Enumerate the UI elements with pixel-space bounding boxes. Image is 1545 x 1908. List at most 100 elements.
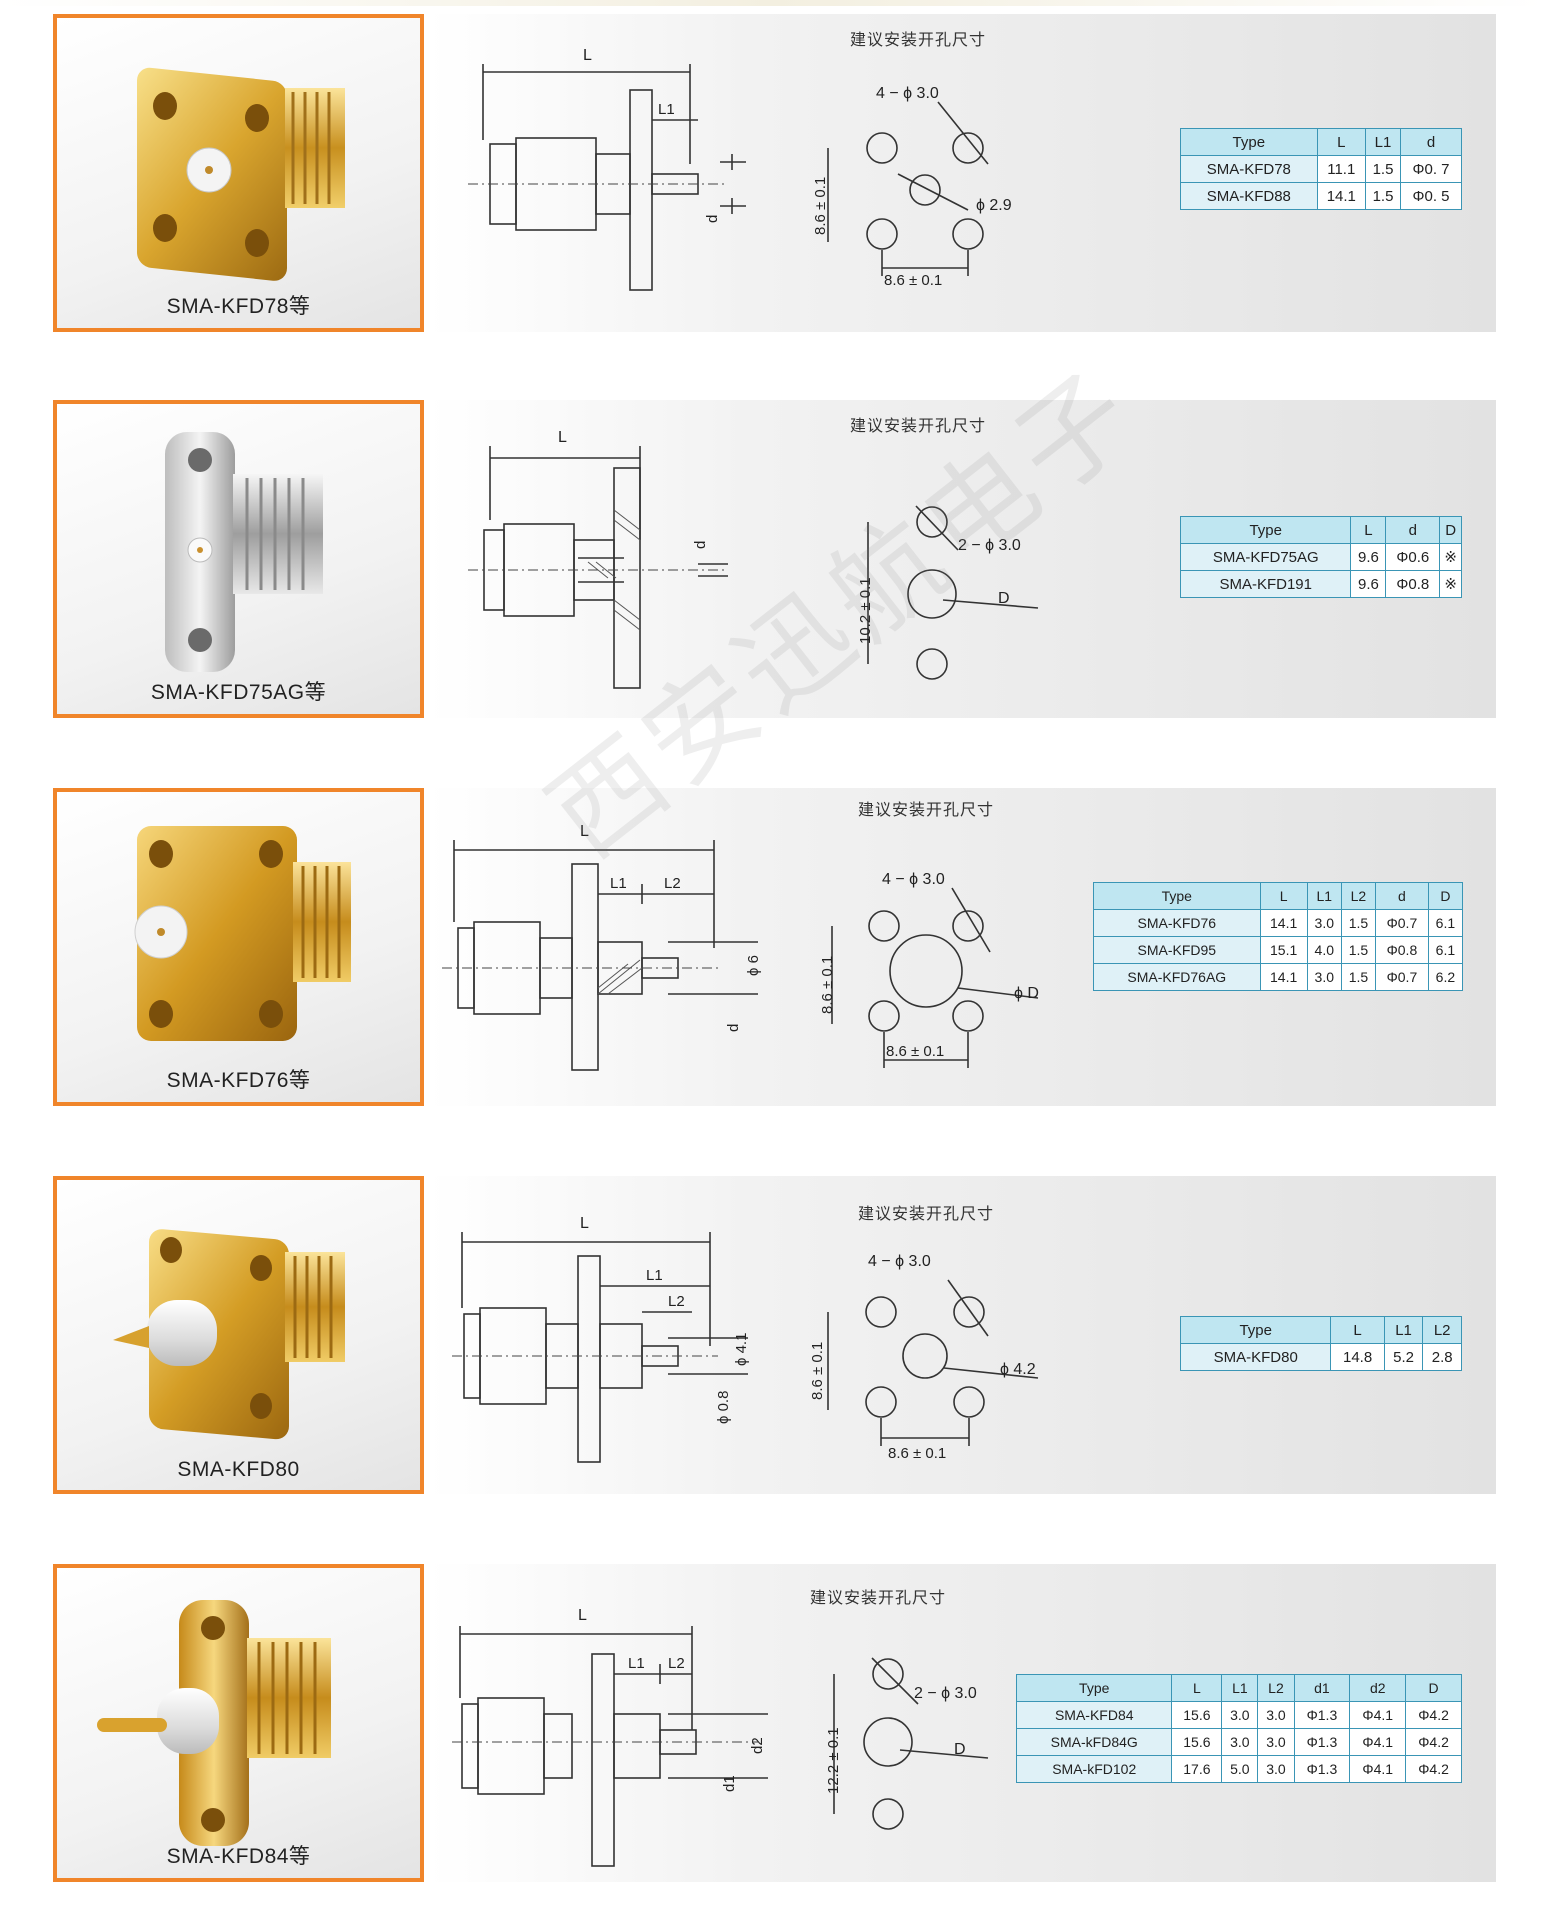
table-cell: Φ4.1 xyxy=(1349,1701,1407,1729)
table-cell: 15.1 xyxy=(1259,936,1308,964)
table-header: Type xyxy=(1015,1674,1173,1702)
product-caption: SMA-KFD84等 xyxy=(166,1845,311,1868)
table-cell: Φ1.3 xyxy=(1293,1755,1351,1783)
technical-drawing: L L1 d 4 − ϕ 3.0 ϕ 2.9 8.6 ± 0.1 8.6 ± 0… xyxy=(468,47,1012,291)
table-cell: Φ0. 5 xyxy=(1400,182,1462,210)
table-header: L2 xyxy=(1257,1674,1295,1702)
hole-label-center: D xyxy=(954,1741,966,1758)
table-cell: Φ4.1 xyxy=(1349,1755,1407,1783)
product-row-4: SMA-KFD80 建议安装开孔尺寸 L L1 L2 ϕ 4.1 ϕ 0.8 xyxy=(0,1176,1545,1494)
table-cell: 14.1 xyxy=(1259,963,1308,991)
product-row-2: SMA-KFD75AG等 建议安装开孔尺寸 L d xyxy=(0,400,1545,718)
dim-label-d2: d2 xyxy=(749,1737,766,1754)
table-cell: Φ0.8 xyxy=(1385,570,1441,598)
table-header: Type xyxy=(1180,128,1318,156)
table-cell: Φ4.1 xyxy=(1349,1728,1407,1756)
table-cell: ※ xyxy=(1439,543,1462,571)
dim-label-l: L xyxy=(558,429,567,446)
table-header: L xyxy=(1330,1316,1385,1344)
table-cell: 3.0 xyxy=(1257,1728,1295,1756)
product-photo-frame: SMA-KFD78等 xyxy=(53,14,424,332)
table-header: L2 xyxy=(1422,1316,1462,1344)
table-cell: 15.6 xyxy=(1171,1701,1223,1729)
mounting-hole-hint: 建议安装开孔尺寸 xyxy=(850,416,987,435)
hole-label-count: 4 − ϕ 3.0 xyxy=(868,1253,931,1270)
dim-label-l2: L2 xyxy=(668,1655,685,1672)
table-row: SMA-kFD102 17.6 5.0 3.0 Φ1.3 Φ4.1 Φ4.2 xyxy=(1015,1755,1462,1783)
table-cell: SMA-KFD78 xyxy=(1180,155,1318,183)
product-row-3: SMA-KFD76等 建议安装开孔尺寸 L L1 L2 ϕ 6 d xyxy=(0,788,1545,1106)
hole-label-vertical: 10.2 ± 0.1 xyxy=(857,577,874,644)
hole-label-vertical: 8.6 ± 0.1 xyxy=(809,1342,826,1400)
dim-label-l1: L1 xyxy=(628,1655,645,1672)
table-cell: 1.5 xyxy=(1364,182,1402,210)
hole-label-count: 4 − ϕ 3.0 xyxy=(876,85,939,102)
connector-photo xyxy=(113,1229,345,1440)
table-row: SMA-kFD84G 15.6 3.0 3.0 Φ1.3 Φ4.1 Φ4.2 xyxy=(1015,1728,1462,1756)
table-cell: 9.6 xyxy=(1350,543,1387,571)
product-caption: SMA-KFD80 xyxy=(177,1458,300,1481)
product-caption: SMA-KFD76等 xyxy=(166,1069,311,1092)
table-cell: SMA-kFD84G xyxy=(1015,1728,1173,1756)
table-row: SMA-KFD78 11.1 1.5 Φ0. 7 xyxy=(1180,155,1462,183)
table-cell: SMA-KFD80 xyxy=(1179,1343,1332,1371)
table-cell: 3.0 xyxy=(1221,1728,1259,1756)
technical-drawing: L L1 L2 ϕ 6 d 4 − ϕ 3.0 ϕ D 8.6 ± 0.1 8.… xyxy=(442,823,1039,1071)
hole-label-count: 2 − ϕ 3.0 xyxy=(958,537,1021,554)
table-row: SMA-KFD76AG 14.1 3.0 1.5 Φ0.7 6.2 xyxy=(1093,963,1464,991)
technical-drawing: L d 2 − ϕ 3.0 D 10.2 ± 0.1 xyxy=(468,429,1039,689)
table-header: Type xyxy=(1179,516,1352,544)
table-row: SMA-KFD88 14.1 1.5 Φ0. 5 xyxy=(1180,182,1462,210)
table-header: d xyxy=(1375,882,1429,910)
mounting-hole-hint: 建议安装开孔尺寸 xyxy=(810,1588,947,1607)
product-caption: SMA-KFD75AG等 xyxy=(150,681,327,704)
dim-label-l: L xyxy=(580,1215,589,1232)
table-cell: SMA-KFD88 xyxy=(1180,182,1318,210)
product-photo-frame: SMA-KFD75AG等 xyxy=(53,400,424,718)
table-cell: 9.6 xyxy=(1350,570,1387,598)
table-header: Type xyxy=(1093,882,1261,910)
table-cell: 3.0 xyxy=(1306,963,1342,991)
table-cell: SMA-KFD76 xyxy=(1093,909,1261,937)
table-cell: SMA-KFD75AG xyxy=(1179,543,1352,571)
table-cell: 3.0 xyxy=(1221,1701,1259,1729)
table-cell: SMA-KFD95 xyxy=(1093,936,1261,964)
dim-label-l1: L1 xyxy=(610,875,627,892)
table-cell: SMA-KFD76AG xyxy=(1093,963,1261,991)
table-cell: SMA-KFD191 xyxy=(1179,570,1352,598)
hole-label-center: ϕ 2.9 xyxy=(976,197,1012,214)
table-cell: 14.8 xyxy=(1330,1343,1385,1371)
spec-table: Type L L1 L2 d1 d2 D SMA-KFD84 15.6 3.0 … xyxy=(1015,1674,1462,1783)
connector-photo xyxy=(97,1600,331,1846)
table-header: d xyxy=(1385,516,1441,544)
table-header: L xyxy=(1259,882,1308,910)
dim-label-l1: L1 xyxy=(646,1267,663,1284)
table-row: SMA-KFD76 14.1 3.0 1.5 Φ0.7 6.1 xyxy=(1093,909,1464,937)
table-cell: ※ xyxy=(1439,570,1462,598)
table-header: L1 xyxy=(1383,1316,1424,1344)
table-cell: 14.1 xyxy=(1259,909,1308,937)
table-cell: 4.0 xyxy=(1306,936,1342,964)
hole-label-vertical: 8.6 ± 0.1 xyxy=(819,956,836,1014)
dim-label-l: L xyxy=(580,823,589,840)
table-cell: SMA-KFD84 xyxy=(1015,1701,1173,1729)
dim-label-d: d xyxy=(725,1024,742,1032)
table-cell: Φ1.3 xyxy=(1293,1701,1351,1729)
table-cell: SMA-kFD102 xyxy=(1015,1755,1173,1783)
table-cell: 5.2 xyxy=(1383,1343,1424,1371)
table-row: SMA-KFD95 15.1 4.0 1.5 Φ0.8 6.1 xyxy=(1093,936,1464,964)
table-header: d xyxy=(1400,128,1462,156)
product-caption: SMA-KFD78等 xyxy=(166,295,311,318)
spec-table: Type L L1 d SMA-KFD78 11.1 1.5 Φ0. 7 SMA… xyxy=(1180,128,1462,210)
table-cell: Φ0.7 xyxy=(1375,963,1429,991)
technical-drawing: L L1 L2 ϕ 4.1 ϕ 0.8 4 − ϕ 3.0 ϕ 4.2 8.6 … xyxy=(452,1215,1039,1463)
product-photo-frame: SMA-KFD76等 xyxy=(53,788,424,1106)
hole-label-count: 2 − ϕ 3.0 xyxy=(914,1685,977,1702)
hole-label-horizontal: 8.6 ± 0.1 xyxy=(884,272,942,289)
table-cell: 6.1 xyxy=(1427,909,1464,937)
mounting-hole-hint: 建议安装开孔尺寸 xyxy=(850,30,987,49)
table-cell: 1.5 xyxy=(1364,155,1402,183)
spec-table: Type L L1 L2 d D SMA-KFD76 14.1 3.0 1.5 … xyxy=(1093,882,1464,991)
mounting-hole-hint: 建议安装开孔尺寸 xyxy=(858,800,995,819)
table-cell: Φ0.8 xyxy=(1375,936,1429,964)
